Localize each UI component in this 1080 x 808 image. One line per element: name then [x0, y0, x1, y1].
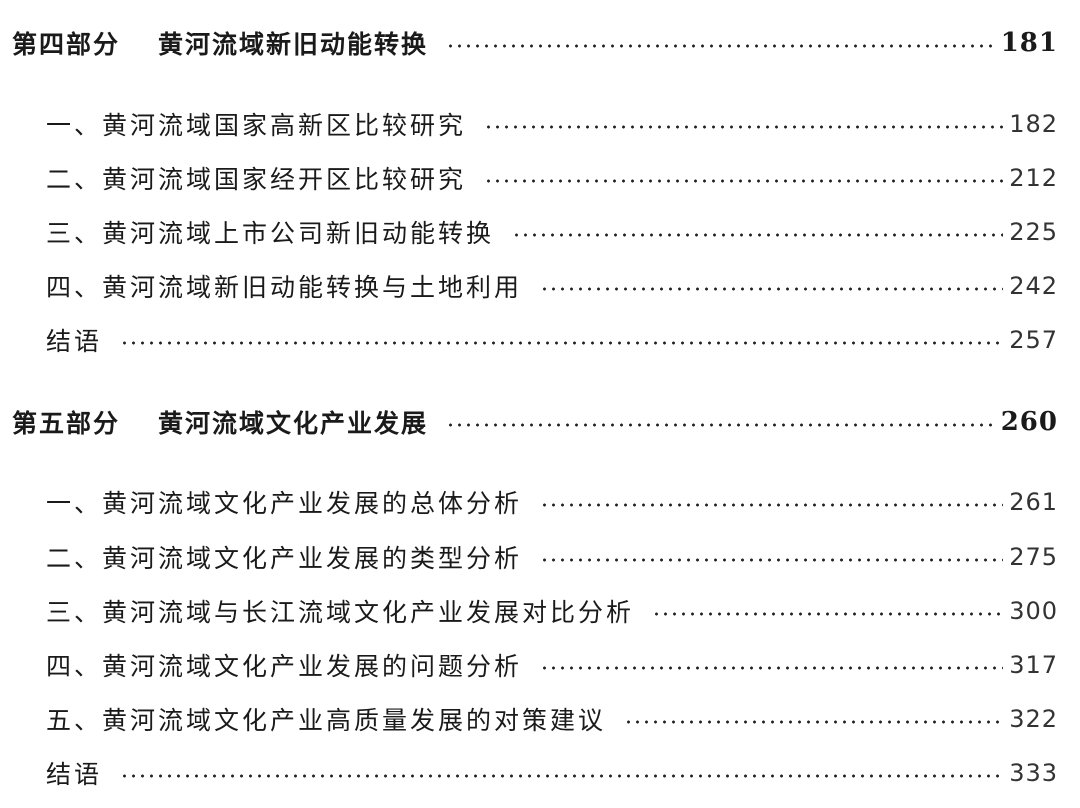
dot-leader	[652, 612, 1004, 616]
toc-part-5[interactable]: 第五部分 黄河流域文化产业发展 260	[0, 402, 1080, 442]
entry-title: 五、黄河流域文化产业高质量发展的对策建议	[46, 706, 607, 735]
toc-entry[interactable]: 结语 257	[0, 320, 1080, 360]
dot-leader	[484, 179, 1004, 183]
entry-title: 三、黄河流域上市公司新旧动能转换	[46, 219, 495, 248]
part-title: 黄河流域新旧动能转换	[158, 30, 429, 59]
page-number: 300	[1009, 597, 1058, 625]
toc-entry[interactable]: 二、黄河流域文化产业发展的类型分析 275	[0, 537, 1080, 577]
entry-title: 结语	[46, 760, 103, 789]
entry-title: 结语	[46, 327, 103, 356]
dot-leader	[540, 503, 1004, 507]
page-number: 260	[1000, 407, 1058, 437]
dot-leader	[120, 341, 1004, 345]
dot-leader	[512, 233, 1004, 237]
entry-title: 四、黄河流域新旧动能转换与土地利用	[46, 273, 523, 302]
page-number: 182	[1009, 110, 1058, 138]
toc-entry[interactable]: 四、黄河流域文化产业发展的问题分析 317	[0, 645, 1080, 685]
toc-entry[interactable]: 三、黄河流域与长江流域文化产业发展对比分析 300	[0, 591, 1080, 631]
dot-leader	[624, 720, 1004, 724]
part-number: 第四部分	[12, 30, 121, 59]
page-number: 317	[1009, 651, 1058, 679]
dot-leader	[484, 125, 1004, 129]
page-number: 322	[1009, 705, 1058, 733]
part-number: 第五部分	[12, 409, 121, 438]
entry-title: 四、黄河流域文化产业发展的问题分析	[46, 652, 523, 681]
dot-leader	[540, 287, 1004, 291]
page-number: 333	[1009, 759, 1058, 787]
toc-entry[interactable]: 一、黄河流域国家高新区比较研究 182	[0, 104, 1080, 144]
page-number: 225	[1009, 218, 1058, 246]
dot-leader	[446, 44, 995, 48]
toc-entry[interactable]: 一、黄河流域文化产业发展的总体分析 261	[0, 482, 1080, 522]
entry-title: 二、黄河流域国家经开区比较研究	[46, 165, 467, 194]
dot-leader	[540, 558, 1004, 562]
page-number: 212	[1009, 164, 1058, 192]
toc-entry[interactable]: 四、黄河流域新旧动能转换与土地利用 242	[0, 266, 1080, 306]
entry-title: 一、黄河流域国家高新区比较研究	[46, 111, 467, 140]
entry-title: 一、黄河流域文化产业发展的总体分析	[46, 489, 523, 518]
page-number: 275	[1009, 543, 1058, 571]
entry-title: 三、黄河流域与长江流域文化产业发展对比分析	[46, 598, 635, 627]
toc-entry[interactable]: 结语 333	[0, 753, 1080, 793]
toc-entry[interactable]: 三、黄河流域上市公司新旧动能转换 225	[0, 212, 1080, 252]
dot-leader	[120, 774, 1004, 778]
entry-title: 二、黄河流域文化产业发展的类型分析	[46, 544, 523, 573]
toc-entry[interactable]: 五、黄河流域文化产业高质量发展的对策建议 322	[0, 699, 1080, 739]
dot-leader	[540, 666, 1004, 670]
toc-entry[interactable]: 二、黄河流域国家经开区比较研究 212	[0, 158, 1080, 198]
part-title: 黄河流域文化产业发展	[158, 409, 429, 438]
toc-part-4[interactable]: 第四部分 黄河流域新旧动能转换 181	[0, 23, 1080, 63]
page-number: 257	[1009, 326, 1058, 354]
page-number: 261	[1009, 488, 1058, 516]
page-number: 242	[1009, 272, 1058, 300]
dot-leader	[446, 423, 995, 427]
page-number: 181	[1000, 28, 1058, 58]
